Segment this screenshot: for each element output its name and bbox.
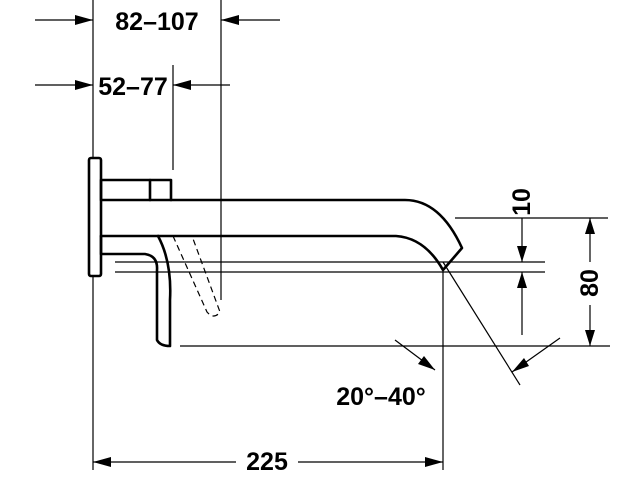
label-valve-depth: 52–77 — [98, 73, 168, 101]
lever-handle — [99, 234, 172, 348]
lever-swing-dashed — [172, 235, 221, 317]
label-outlet-height: 80 — [576, 269, 604, 297]
valve-body — [99, 178, 173, 202]
dimension-angle: 20°–40° — [336, 337, 561, 411]
dimension-spout-height: 10 — [508, 188, 536, 335]
dimension-valve-depth: 52–77 — [35, 73, 230, 101]
label-wall-depth: 82–107 — [115, 8, 198, 36]
dimension-wall-depth: 82–107 — [35, 8, 280, 36]
label-spout-height: 10 — [508, 188, 536, 216]
dimension-outlet-height: 80 — [576, 218, 604, 346]
label-projection: 225 — [246, 448, 288, 476]
spout — [99, 198, 464, 272]
label-angle: 20°–40° — [336, 383, 426, 411]
dimension-projection: 225 — [93, 440, 443, 476]
wall-plate — [87, 156, 103, 278]
faucet-geometry — [87, 156, 464, 348]
extension-lines — [92, 0, 610, 470]
